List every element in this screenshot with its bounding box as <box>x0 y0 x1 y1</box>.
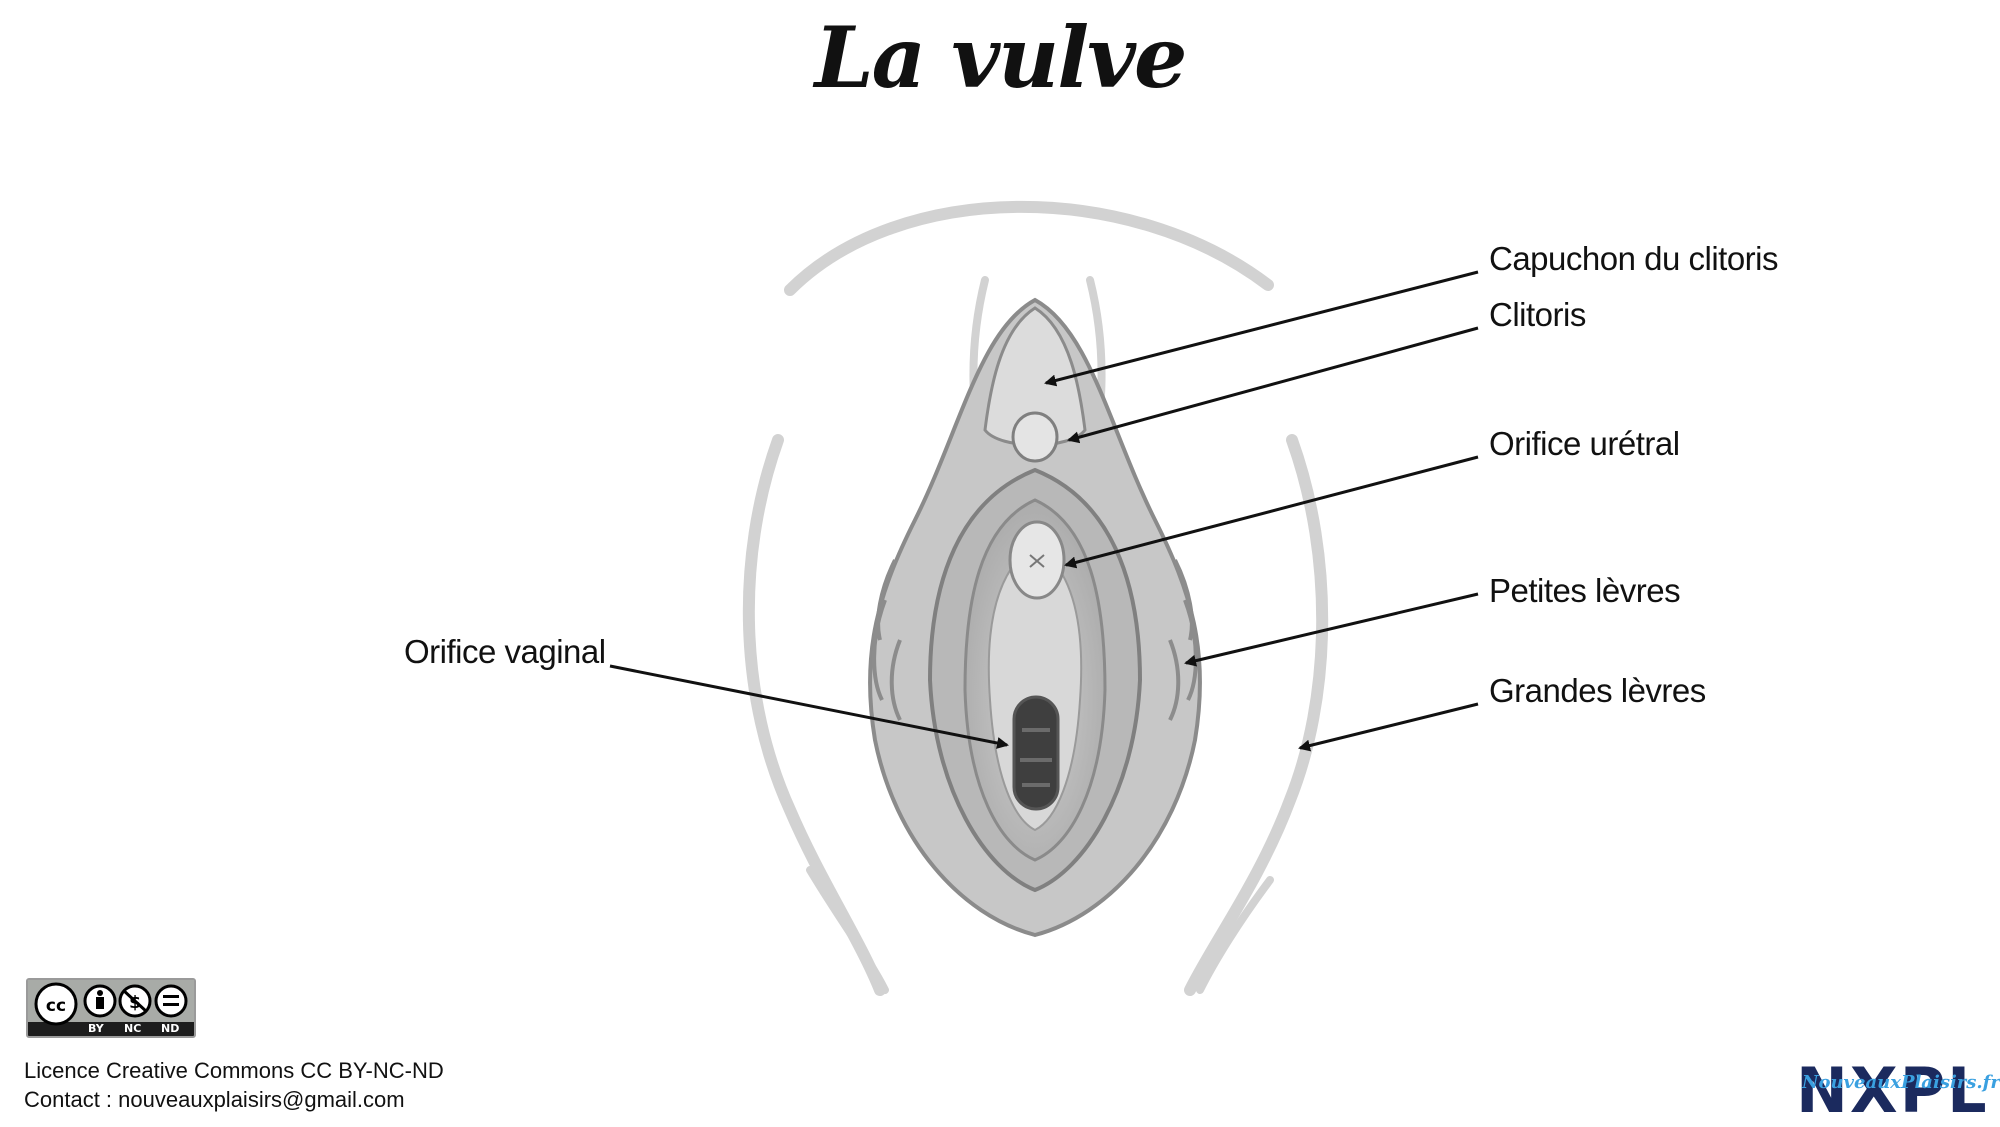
label-clitoris: Clitoris <box>1489 296 1586 333</box>
nxpl-logo: NXPL NouveauxPlaisirs.fr <box>1796 1054 2000 1127</box>
svg-text:cc: cc <box>46 996 66 1016</box>
arrow-uretral <box>1064 455 1479 569</box>
cc-nd-text: ND <box>161 1022 180 1035</box>
logo-script: NouveauxPlaisirs.fr <box>1802 1072 2000 1093</box>
label-grandes-levres: Grandes lèvres <box>1489 672 1706 709</box>
noderivatives-icon <box>154 984 188 1018</box>
petites-levres-shape <box>927 467 1143 893</box>
cc-icon <box>34 982 78 1026</box>
label-capuchon-du-clitoris: Capuchon du clitoris <box>1489 240 1779 277</box>
contact-text: Contact : nouveauxplaisirs@gmail.com <box>24 1087 405 1112</box>
logo-letters: NXPL <box>1796 1054 1989 1127</box>
label-orifice-vaginal: Orifice vaginal <box>404 633 606 670</box>
license-block: Licence Creative Commons CC BY-NC-ND Con… <box>24 1056 444 1114</box>
cc-by-text: BY <box>88 1022 104 1035</box>
clitoris-shape <box>1011 411 1059 463</box>
arrow-vaginal <box>609 664 1009 749</box>
arrow-clitoris <box>1067 326 1479 444</box>
license-text: Licence Creative Commons CC BY-NC-ND <box>24 1058 444 1083</box>
arrow-grandes <box>1298 702 1479 752</box>
cc-nc-text: NC <box>124 1022 142 1035</box>
creative-commons-badge: cc $ BY NC ND <box>26 978 196 1038</box>
cc-icons: cc $ <box>34 982 188 1026</box>
orifice-uretral-shape <box>1008 520 1066 600</box>
page-title: La vulve <box>814 8 1188 107</box>
label-petites-levres: Petites lèvres <box>1489 572 1681 609</box>
arrow-petites <box>1184 592 1479 667</box>
label-arrows <box>609 270 1479 752</box>
orifice-vaginal-shape <box>1012 695 1060 811</box>
arrow-capuchon <box>1044 270 1479 387</box>
label-orifice-uretral: Orifice urétral <box>1489 425 1680 462</box>
